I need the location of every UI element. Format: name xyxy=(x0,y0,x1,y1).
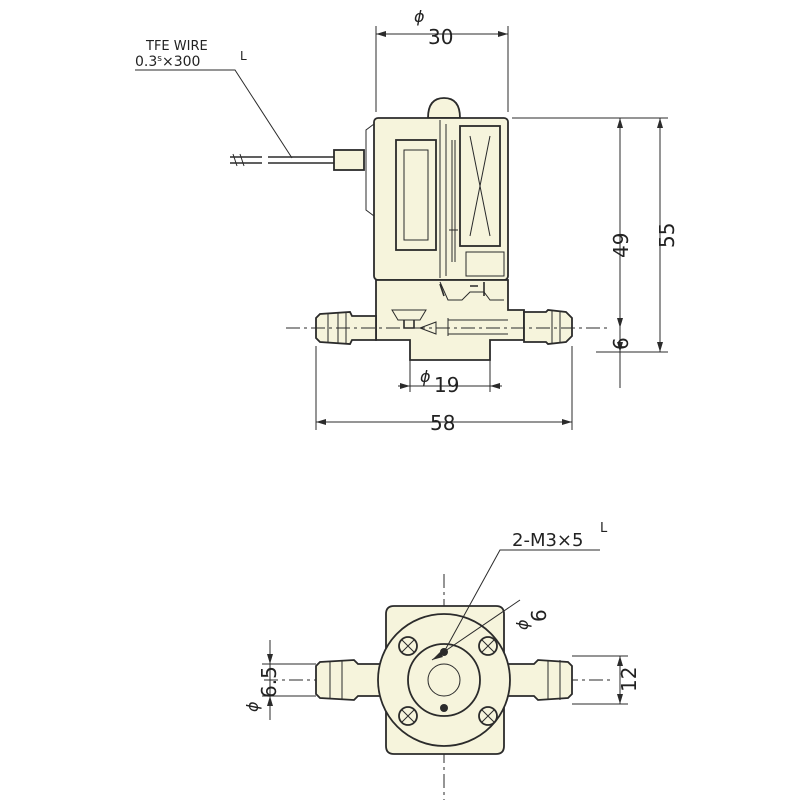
dim-tube-diameter-symbol: ϕ xyxy=(243,701,262,712)
screw-callout-text: 2-M3×5 xyxy=(512,530,583,551)
screw-callout: 2-M3×5 L xyxy=(443,521,608,653)
screw-callout-superscript: L xyxy=(600,521,608,536)
lead-wire xyxy=(230,149,365,171)
dim-width-value: 12 xyxy=(617,667,641,692)
dim-base-diameter-symbol: ϕ xyxy=(420,367,431,386)
left-tube xyxy=(315,659,385,701)
outlet-barb xyxy=(523,309,573,345)
dim-base-diameter: ϕ 19 xyxy=(398,360,502,397)
screw-bottom-left xyxy=(398,706,418,726)
bottom-view: 2-M3×5 L ϕ 6 ϕ 6.5 12 xyxy=(243,521,641,800)
dim-width: 12 xyxy=(572,655,641,705)
dim-length: 58 xyxy=(315,346,573,435)
screw-top-right xyxy=(478,636,498,656)
top-dome xyxy=(427,97,461,119)
screw-top-left xyxy=(398,636,418,656)
flange xyxy=(377,605,511,755)
wire-label-superscript: L xyxy=(240,49,247,63)
wire-leader-line xyxy=(135,69,293,159)
dim-port-diameter-value: 6 xyxy=(527,609,551,622)
dim-coil-height-value: 49 xyxy=(609,233,633,258)
wire-callout: TFE WIRE 0.3s×300 L xyxy=(135,39,293,159)
side-view: TFE WIRE 0.3s×300 L xyxy=(135,7,679,435)
valve-base xyxy=(375,279,525,361)
dim-body-diameter-value: 30 xyxy=(428,25,453,49)
wire-label-line1: TFE WIRE xyxy=(145,39,208,54)
screw-bottom-right xyxy=(478,706,498,726)
right-tube xyxy=(503,659,573,701)
dim-length-value: 58 xyxy=(430,411,455,435)
dim-port-offset-value: 6 xyxy=(609,337,633,350)
coil-housing xyxy=(365,117,509,281)
dim-base-diameter-value: 19 xyxy=(434,373,459,397)
dim-port-diameter: ϕ 6 xyxy=(431,599,551,661)
dim-body-diameter-symbol: ϕ xyxy=(414,7,425,26)
dim-tube-diameter-value: 6.5 xyxy=(257,666,281,698)
tapped-hole-bottom xyxy=(440,704,448,712)
dim-port-offset: 6 xyxy=(609,337,633,352)
dim-body-diameter: ϕ 30 xyxy=(375,7,509,112)
dim-port-diameter-symbol: ϕ xyxy=(513,619,532,630)
mounting-screws xyxy=(398,636,498,726)
dim-tube-diameter: ϕ 6.5 xyxy=(243,640,316,720)
coil-winding-cross xyxy=(469,135,491,237)
dim-total-height-value: 55 xyxy=(655,223,679,248)
wire-label-line2: 0.3s×300 xyxy=(135,54,200,70)
dim-total-height: 55 xyxy=(512,117,679,353)
